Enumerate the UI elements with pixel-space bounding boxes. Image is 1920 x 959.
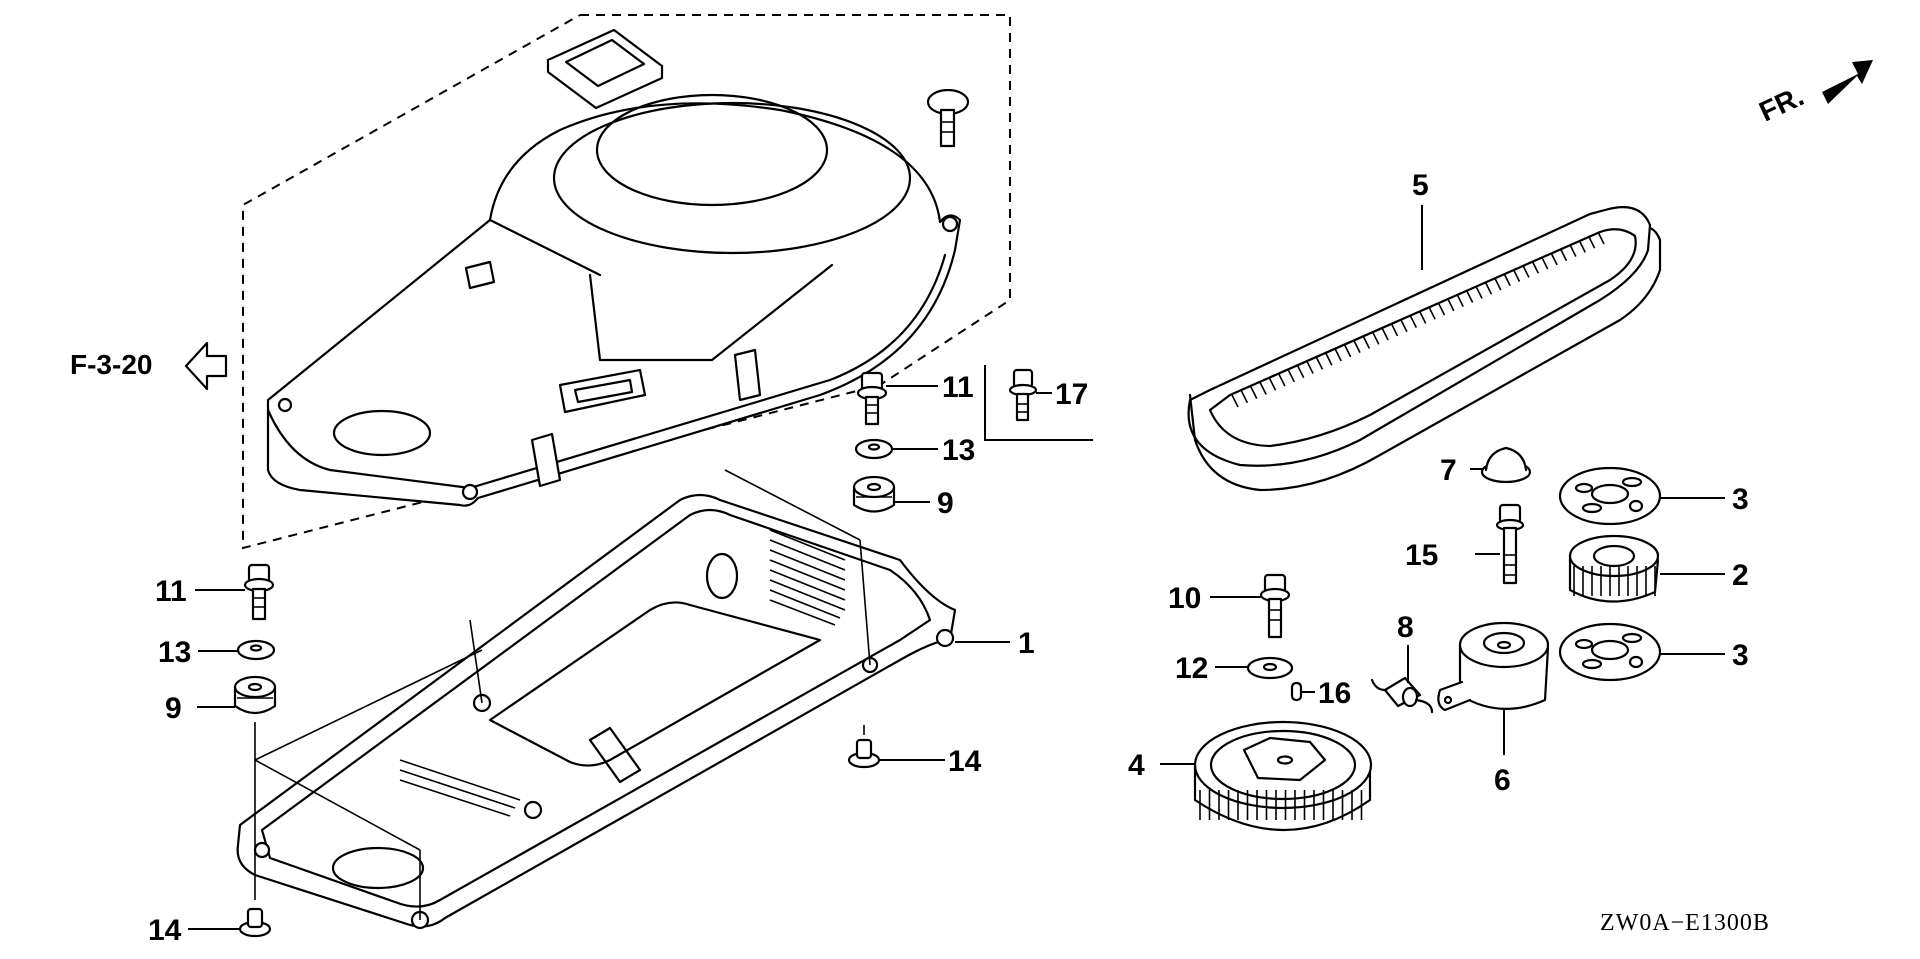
collar-left <box>238 907 272 938</box>
detail-stroke <box>1250 386 1258 399</box>
diagram-code: ZW0A−E1300B <box>1600 910 1770 936</box>
detail-stroke <box>1381 327 1389 341</box>
detail-stroke <box>1362 336 1371 349</box>
detail-stroke <box>1587 235 1596 249</box>
detail-stroke <box>1531 260 1540 274</box>
callout-12[interactable]: 12 <box>1175 652 1208 685</box>
detail-stroke <box>1334 348 1342 362</box>
detail-stroke <box>1437 302 1446 316</box>
drive-gear <box>1568 534 1660 603</box>
callout-11-left[interactable]: 11 <box>155 575 187 608</box>
guide-plate-upper <box>1558 466 1662 526</box>
detail-stroke <box>1400 319 1408 333</box>
callout-17[interactable]: 17 <box>1055 378 1088 411</box>
callout-10[interactable]: 10 <box>1168 582 1201 615</box>
detail-stroke <box>1287 369 1296 383</box>
grommet-center <box>852 475 896 513</box>
callout-5[interactable]: 5 <box>1412 169 1429 202</box>
dowel-pin <box>1290 681 1303 702</box>
bolt-optional <box>984 365 1093 441</box>
detail-stroke <box>1240 390 1249 404</box>
detail-stroke <box>1475 285 1483 299</box>
reference-link[interactable]: F-3-20 <box>70 341 228 391</box>
detail-stroke <box>1306 361 1314 374</box>
callout-14-left[interactable]: 14 <box>148 914 182 947</box>
detail-stroke <box>1343 344 1352 358</box>
washer-left <box>236 639 276 661</box>
callout-15[interactable]: 15 <box>1405 539 1438 572</box>
callout-4[interactable]: 4 <box>1128 749 1145 782</box>
detail-stroke <box>1522 265 1530 278</box>
bolt-left <box>243 563 275 621</box>
callout-3-lower[interactable]: 3 <box>1732 639 1749 672</box>
detail-stroke <box>1409 315 1418 328</box>
filled-arrow-icon <box>1822 60 1873 104</box>
callout-13-center[interactable]: 13 <box>942 434 975 467</box>
callout-8[interactable]: 8 <box>1397 611 1414 644</box>
callout-7[interactable]: 7 <box>1440 454 1457 487</box>
detail-stroke <box>1465 290 1474 303</box>
detail-stroke <box>1231 394 1239 408</box>
detail-stroke <box>1259 382 1267 395</box>
washer-center <box>854 438 894 460</box>
washer-pulley <box>1246 656 1294 680</box>
detail-stroke <box>1447 298 1455 312</box>
callout-2[interactable]: 2 <box>1732 559 1749 592</box>
detail-stroke <box>1325 352 1333 366</box>
tensioner <box>1437 621 1550 712</box>
callout-3-upper[interactable]: 3 <box>1732 483 1749 516</box>
detail-stroke <box>1569 244 1577 257</box>
detail-stroke <box>1559 248 1568 262</box>
callout-13-left[interactable]: 13 <box>158 636 191 669</box>
callout-11-center[interactable]: 11 <box>942 371 974 404</box>
flange-bolt-pulley <box>1259 573 1291 639</box>
detail-stroke <box>1503 273 1511 287</box>
detail-stroke <box>1353 340 1361 354</box>
detail-stroke <box>1428 306 1436 320</box>
cap <box>1480 446 1532 484</box>
driven-pulley <box>1193 720 1373 831</box>
lower-case <box>236 469 957 930</box>
detail-stroke <box>1597 231 1605 245</box>
tensioner-spring <box>1370 676 1434 714</box>
callout-9-center[interactable]: 9 <box>937 487 954 520</box>
detail-stroke <box>1578 240 1586 253</box>
detail-stroke <box>1512 269 1521 282</box>
detail-stroke <box>1494 277 1502 291</box>
callouts: 1 2 3 3 4 5 6 7 8 9 9 10 11 11 12 13 13 … <box>148 169 1749 947</box>
timing-belt <box>1187 206 1662 492</box>
leader-lines <box>188 205 1725 930</box>
callout-16[interactable]: 16 <box>1318 677 1351 710</box>
detail-stroke <box>1484 281 1493 295</box>
hollow-arrow-left-icon[interactable] <box>184 341 228 391</box>
detail-stroke <box>1315 357 1324 370</box>
callout-6[interactable]: 6 <box>1494 764 1511 797</box>
detail-stroke <box>1296 365 1305 379</box>
guide-plate-lower <box>1558 622 1662 682</box>
callout-9-left[interactable]: 9 <box>165 692 182 725</box>
callout-1[interactable]: 1 <box>1018 627 1035 660</box>
collar-center <box>847 725 881 769</box>
bolt-center <box>856 371 888 426</box>
detail-stroke <box>1390 323 1399 337</box>
upper-cover <box>266 28 970 507</box>
detail-stroke <box>1372 331 1380 345</box>
detail-stroke <box>1456 294 1464 308</box>
tensioner-bolt <box>1495 503 1525 585</box>
detail-stroke <box>1268 377 1277 391</box>
detail-stroke <box>1278 373 1286 387</box>
orientation-label: FR. <box>1754 80 1808 127</box>
detail-stroke <box>1540 256 1549 270</box>
grommet-left <box>233 675 277 900</box>
reference-label[interactable]: F-3-20 <box>70 349 152 380</box>
rubber-seal <box>546 28 664 110</box>
cover-screw <box>926 88 970 148</box>
orientation-indicator: FR. <box>1754 60 1873 127</box>
detail-stroke <box>1418 311 1427 324</box>
detail-stroke <box>1550 252 1558 266</box>
callout-14-center[interactable]: 14 <box>948 745 982 778</box>
